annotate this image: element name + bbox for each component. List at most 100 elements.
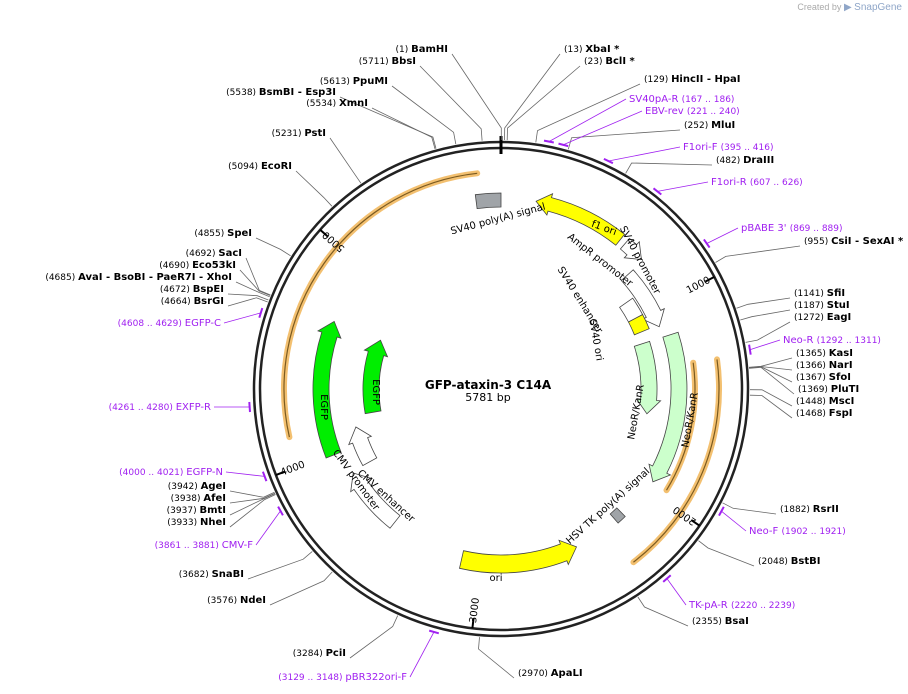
site-label-csii: (955) CsiI - SexAI *: [804, 236, 904, 247]
site-label-bstbi: (2048) BstBI: [758, 556, 821, 567]
site-name-stui: StuI: [827, 300, 850, 311]
site-label-bcli: (23) BclI *: [584, 56, 636, 67]
site-label-nari: (1366) NarI: [796, 360, 853, 371]
primer-label-tk-pa-r: TK-pA-R (2220 .. 2239): [688, 600, 795, 611]
site-label-bspei: (4672) BspEI: [160, 284, 224, 295]
feature-neor-kanr-outer: [648, 331, 688, 483]
site-name-pluti: PluTI: [831, 384, 859, 395]
site-line-avai: [235, 281, 270, 298]
site-line-ndei: [269, 571, 333, 606]
tick-mark-5000: [319, 228, 329, 238]
site-name-pcii: PciI: [326, 648, 346, 659]
site-name-bsmbi: BsmBI - Esp3I: [259, 87, 336, 98]
site-name-nari: NarI: [829, 360, 853, 371]
site-position-nari: (1366): [796, 361, 829, 371]
site-position-bstbi: (2048): [758, 557, 791, 567]
primer-range-pbr322ori-f: (3129 .. 3148): [278, 673, 345, 683]
site-line-snabi: [247, 551, 313, 580]
primer-name-exfp-r: EXFP-R: [176, 402, 211, 413]
site-name-bamhi: BamHI: [411, 44, 448, 55]
primer-mark-neo-f: [718, 506, 725, 517]
primer-line-pbr322ori-f: [409, 631, 435, 678]
site-label-bamhi: (1) BamHI: [396, 44, 449, 55]
primer-line-f1ori-r: [657, 181, 709, 192]
site-label-hincii: (129) HincII - HpaI: [644, 74, 740, 85]
site-name-hincii: HincII - HpaI: [671, 74, 740, 85]
primer-line-pbabe3: [706, 227, 739, 244]
site-name-eco53ki: Eco53kI: [192, 260, 236, 271]
site-label-rsrii: (1882) RsrII: [780, 504, 839, 515]
primer-mark-f1ori-f: [603, 157, 614, 165]
primer-range-pbabe3: (869 .. 889): [790, 224, 843, 234]
site-position-sfoi: (1367): [796, 373, 829, 383]
site-line-mlui: [567, 129, 681, 150]
site-position-fspi: (1468): [796, 409, 829, 419]
primer-range-egfp-c: (4608 .. 4629): [118, 319, 185, 329]
feature-sv40-poly-a-signal: [474, 192, 502, 210]
site-name-kasi: KasI: [829, 348, 853, 359]
site-position-saci: (4692): [186, 249, 219, 259]
primer-name-egfp-n: EGFP-N: [186, 467, 223, 478]
site-label-avai: (4685) AvaI - BsoBI - PaeR7I - XhoI: [45, 272, 232, 283]
primer-line-tk-pa-r: [666, 578, 687, 606]
site-position-xbai: (13): [564, 45, 585, 55]
site-label-bmti: (3937) BmtI: [167, 505, 226, 516]
site-position-bcli: (23): [584, 57, 605, 67]
site-position-ppumi: (5613): [320, 77, 353, 87]
site-position-ecori: (5094): [228, 162, 261, 172]
site-line-rsrii: [722, 502, 777, 515]
site-line-csii: [715, 245, 801, 263]
site-position-bamhi: (1): [396, 45, 412, 55]
site-name-sfii: SfiI: [827, 288, 845, 299]
site-line-agei: [229, 490, 275, 498]
orf-arc-line-orf-b: [633, 359, 720, 563]
orf-arc-line-orf-a: [283, 172, 478, 438]
primer-name-ebv-rev: EBV-rev: [645, 106, 687, 117]
primer-name-pbabe3: pBABE 3': [741, 223, 790, 234]
site-label-spei: (4855) SpeI: [194, 228, 252, 239]
site-position-draiii: (482): [716, 156, 743, 166]
primer-range-neo-r: (1292 .. 1311): [817, 336, 881, 346]
site-position-eagi: (1272): [794, 313, 827, 323]
primer-name-f1ori-f: F1ori-F: [683, 142, 721, 153]
site-name-agei: AgeI: [201, 481, 226, 492]
feature-sv40-promoter: [620, 269, 665, 328]
site-position-bmti: (3937): [167, 506, 200, 516]
site-label-xbai: (13) XbaI *: [564, 44, 620, 55]
site-line-sfoi: [749, 366, 793, 383]
site-position-avai: (4685): [45, 273, 78, 283]
tick-label-1000: 1000: [685, 275, 713, 297]
site-line-eagi: [745, 321, 791, 343]
site-line-fspi: [749, 394, 793, 419]
primer-line-ebv-rev: [563, 110, 643, 146]
primer-label-pbr322ori-f: (3129 .. 3148) pBR322ori-F: [278, 672, 407, 683]
primer-line-neo-f: [721, 510, 747, 532]
site-line-afei: [229, 492, 276, 504]
site-name-fspi: FspI: [829, 408, 853, 419]
primer-line-egfp-n: [225, 471, 265, 477]
site-position-bsrgi: (4664): [161, 297, 194, 307]
site-label-bsmbi: (5538) BsmBI - Esp3I: [226, 87, 336, 98]
feature-label-neor-kanr-inner: NeoR/KanR: [626, 384, 647, 441]
site-position-bbsi: (5711): [359, 57, 392, 67]
site-label-bsrgi: (4664) BsrGI: [161, 296, 224, 307]
site-line-psti: [329, 137, 362, 184]
site-label-sfii: (1141) SfiI: [794, 288, 845, 299]
site-line-pcii: [349, 615, 399, 659]
plasmid-name: GFP-ataxin-3 C14A: [425, 378, 552, 392]
site-label-snabi: (3682) SnaBI: [179, 569, 244, 580]
brand-name: SnapGene: [854, 2, 902, 13]
snapgene-logo-icon: ▶: [843, 2, 852, 13]
site-line-pluti: [749, 366, 795, 395]
site-line-bsmbi: [339, 96, 437, 149]
site-line-apali: [478, 637, 515, 679]
site-name-eagi: EagI: [827, 312, 851, 323]
site-line-ppumi: [391, 85, 457, 145]
primer-range-ebv-rev: (221 .. 240): [687, 107, 740, 117]
site-line-bmti: [229, 493, 276, 516]
site-line-saci: [245, 257, 271, 296]
site-label-bsai: (2355) BsaI: [692, 616, 749, 627]
tick-mark-1000: [705, 275, 715, 283]
orf-arc-line-orf-c: [665, 362, 696, 491]
